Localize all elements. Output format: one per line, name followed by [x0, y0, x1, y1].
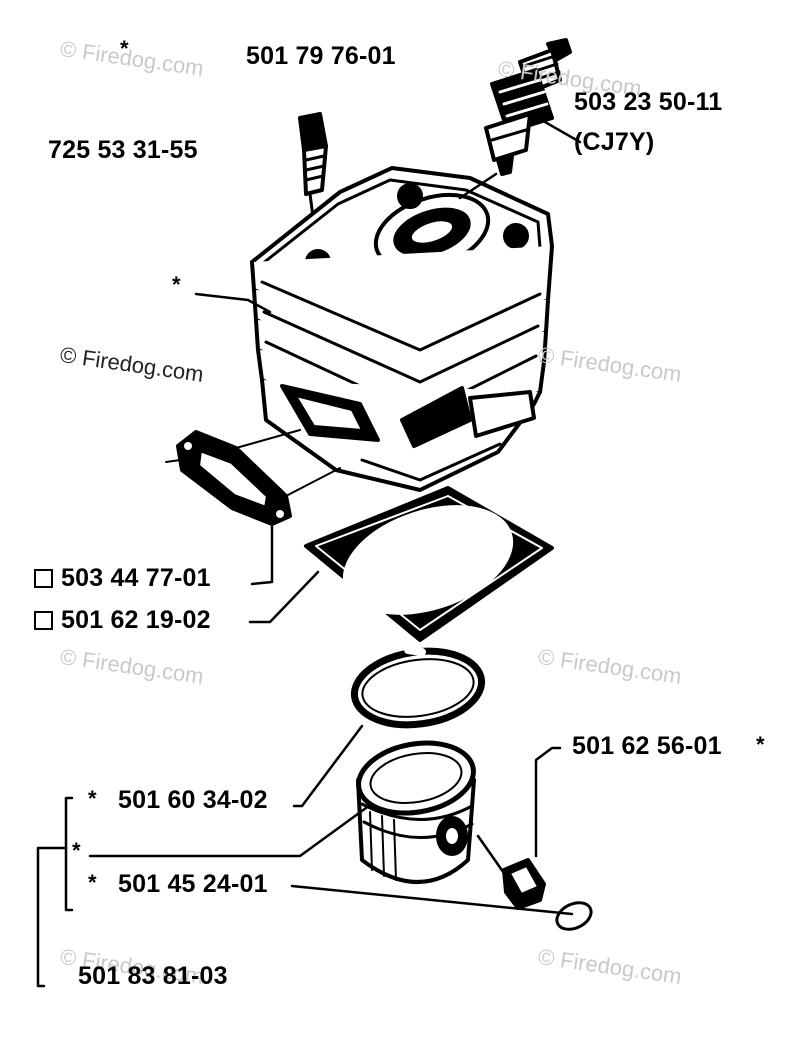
checkbox-square-icon [34, 569, 53, 588]
part-number-piston-pin: 501 45 24-01 [118, 870, 268, 898]
asterisk-top: * [120, 36, 129, 61]
cylinder-screw-illustration [298, 112, 328, 242]
part-number-piston-pin-clip: 501 62 56-01 [572, 732, 722, 760]
piston-ring-illustration [350, 646, 486, 729]
part-number-screw: 725 53 31-55 [48, 136, 198, 164]
piston-pin-illustration [502, 858, 546, 910]
part-number-intake-gasket: 503 44 77-01 [34, 566, 211, 591]
piston-illustration [356, 740, 476, 884]
part-number-spark-plug: 503 23 50-11 [574, 88, 723, 116]
asterisk-pin: * [88, 870, 97, 895]
leader-lines [36, 116, 582, 988]
part-number-cylinder: 501 79 76-01 [246, 42, 396, 70]
intake-gasket-illustration [165, 429, 341, 526]
asterisk-cylinder: * [172, 272, 181, 297]
spark-plug-type: (CJ7Y) [574, 128, 655, 156]
asterisk-clip: * [756, 732, 765, 757]
cylinder-illustration [250, 166, 554, 492]
asterisk-piston: * [72, 838, 81, 863]
part-number-base-gasket: 501 62 19-02 [34, 608, 211, 633]
piston-pin-clip-illustration [555, 901, 593, 931]
asterisk-ring: * [88, 786, 97, 811]
spark-plug-illustration [484, 38, 572, 176]
part-number-piston-kit: 501 83 81-03 [78, 962, 228, 990]
checkbox-square-icon [34, 611, 53, 630]
part-number-piston-ring: 501 60 34-02 [118, 786, 268, 814]
base-gasket-illustration [304, 486, 554, 642]
part-number-intake-gasket-text: 503 44 77-01 [61, 564, 211, 592]
part-number-base-gasket-text: 501 62 19-02 [61, 606, 211, 634]
